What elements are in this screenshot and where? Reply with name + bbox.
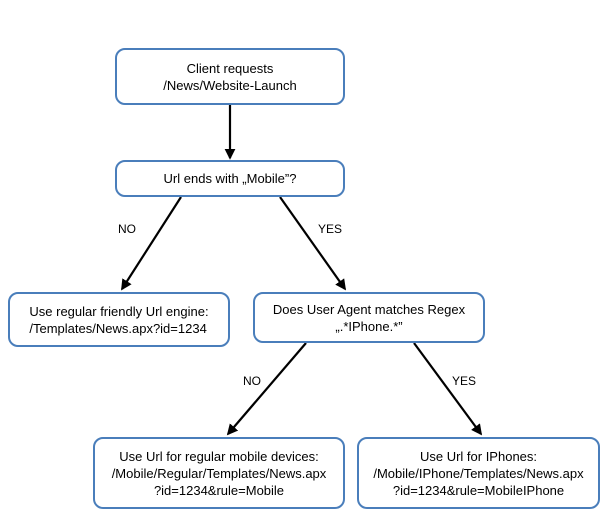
node-url-regular-mobile-label: Use Url for regular mobile devices: /Mob… bbox=[111, 448, 327, 498]
edge-label-regex-no: NO bbox=[243, 374, 261, 388]
node-user-agent-regex[interactable]: Does User Agent matches Regex „.*IPhone.… bbox=[253, 292, 485, 343]
edge-label-question-yes: YES bbox=[318, 222, 343, 236]
edge-regex-yes bbox=[413, 342, 483, 436]
node-url-ends-with-mobile[interactable]: Url ends with „Mobile”? bbox=[115, 160, 345, 197]
node-user-agent-regex-label: Does User Agent matches Regex „.*IPhone.… bbox=[272, 301, 466, 334]
edge-regex-no bbox=[226, 342, 307, 436]
edge-question-yes bbox=[279, 196, 347, 291]
edge-label-question-no: NO bbox=[118, 222, 136, 236]
node-url-iphones[interactable]: Use Url for IPhones: /Mobile/IPhone/Temp… bbox=[357, 437, 600, 509]
node-client-request-label: Client requests /News/Website-Launch bbox=[163, 60, 297, 93]
edge-line-group bbox=[121, 105, 483, 436]
node-client-request[interactable]: Client requests /News/Website-Launch bbox=[115, 48, 345, 105]
node-url-ends-with-mobile-label: Url ends with „Mobile”? bbox=[163, 171, 297, 186]
edge-question-no bbox=[121, 196, 182, 291]
node-regular-friendly-url-engine[interactable]: Use regular friendly Url engine: /Templa… bbox=[8, 292, 230, 347]
node-url-iphones-label: Use Url for IPhones: /Mobile/IPhone/Temp… bbox=[373, 448, 584, 498]
edge-label-regex-yes: YES bbox=[452, 374, 477, 388]
node-regular-friendly-url-engine-label: Use regular friendly Url engine: /Templa… bbox=[29, 303, 209, 336]
node-url-regular-mobile[interactable]: Use Url for regular mobile devices: /Mob… bbox=[93, 437, 345, 509]
